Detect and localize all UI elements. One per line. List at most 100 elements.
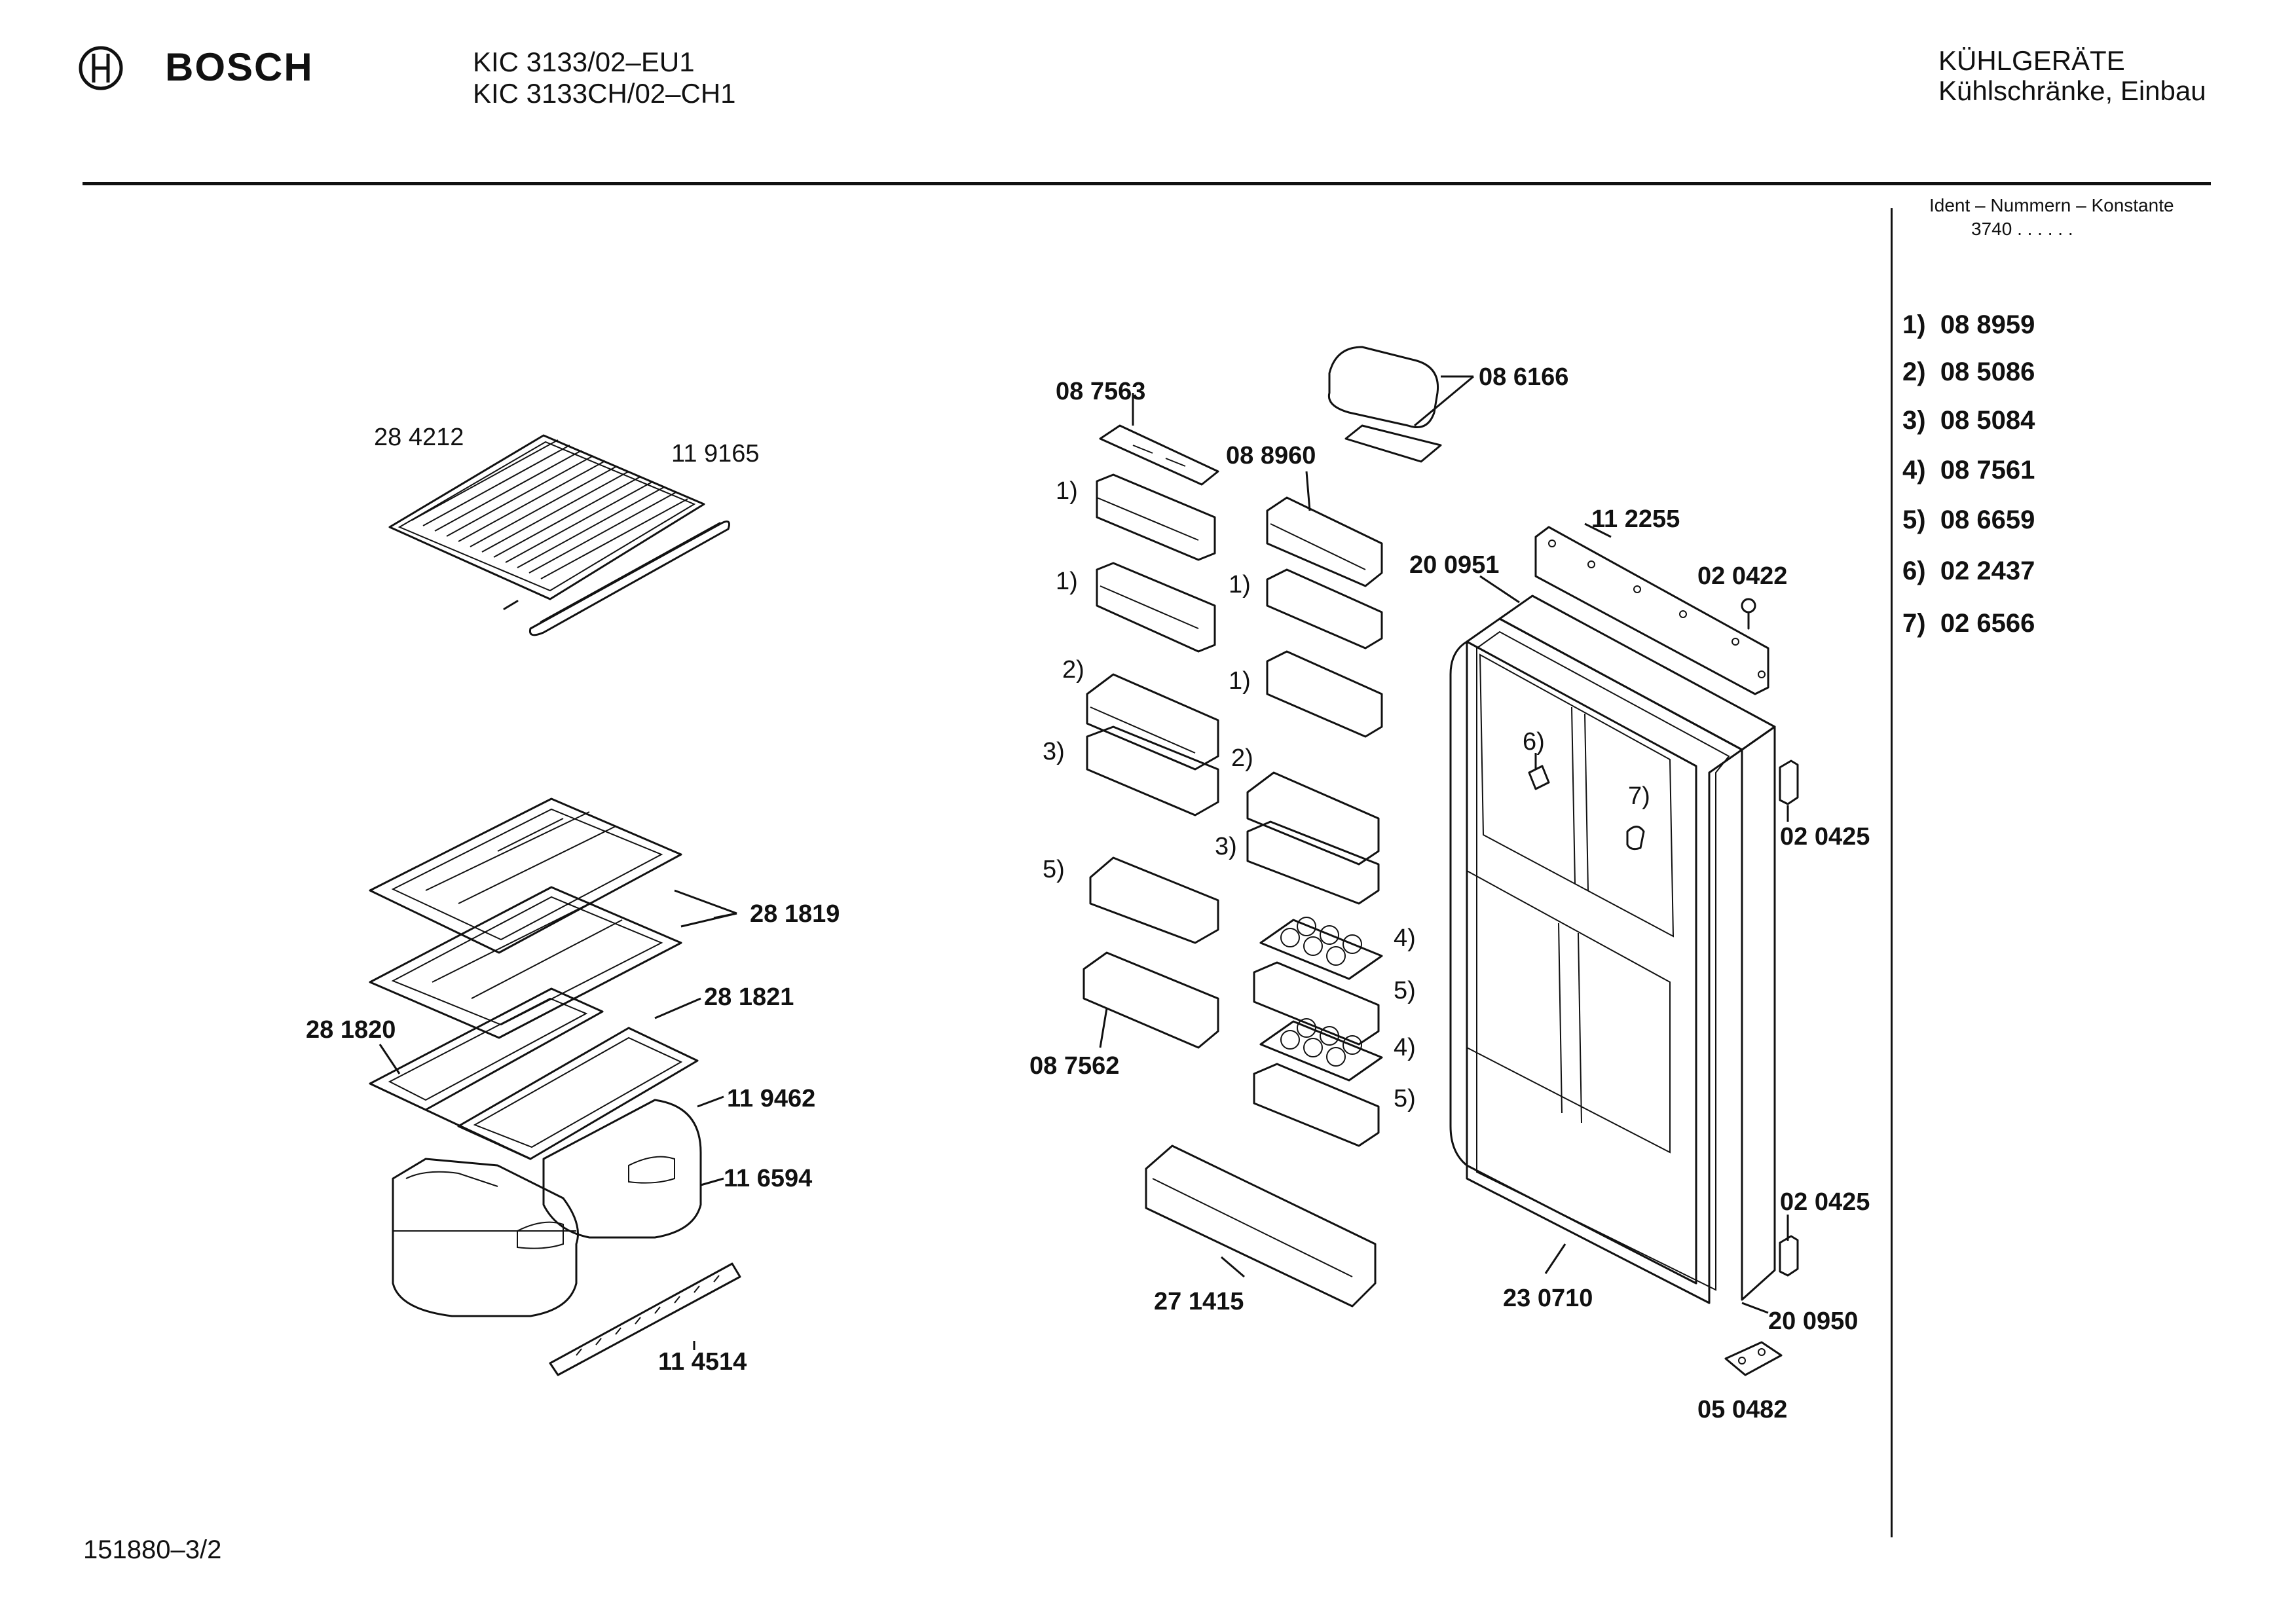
brand-name: BOSCH <box>165 45 314 89</box>
shelf-rail <box>528 520 730 636</box>
legend-key: 3) <box>1902 406 1926 435</box>
stop-part-7 <box>1626 826 1645 851</box>
key-callout: 1) <box>1229 667 1251 695</box>
hinge-bracket <box>1534 526 1769 695</box>
model-number-1: KIC 3133/02–EU1 <box>473 46 695 77</box>
callout-119165: 11 9165 <box>671 440 760 467</box>
door-bin <box>1246 771 1380 866</box>
callout-020425-upper: 02 0425 <box>1780 823 1870 851</box>
legend-part: 02 6566 <box>1940 609 2035 638</box>
crisper-drawer-left <box>392 1158 579 1317</box>
door-bin <box>1253 961 1380 1046</box>
ident-value: 3740 . . . . . . <box>1971 219 2073 239</box>
key-callout: 1) <box>1056 477 1078 505</box>
key-callout: 5) <box>1394 977 1416 1004</box>
callout-020425-lower: 02 0425 <box>1780 1188 1870 1216</box>
callout-088960: 08 8960 <box>1226 442 1316 469</box>
door-bin <box>1266 650 1383 738</box>
door-bin <box>1083 951 1219 1049</box>
callout-086166: 08 6166 <box>1479 363 1568 391</box>
egg-tray-cover <box>1327 346 1442 463</box>
egg-tray <box>1259 1018 1383 1082</box>
legend-part: 08 7561 <box>1940 456 2035 485</box>
legend-item: 1) 08 8959 <box>1902 310 2035 340</box>
legend-key: 1) <box>1902 310 1926 339</box>
bottle-shelf <box>1145 1145 1377 1308</box>
callout-271415: 27 1415 <box>1154 1288 1244 1315</box>
key-callout: 2) <box>1231 744 1253 772</box>
door-bin <box>1266 568 1383 650</box>
wire-shelf <box>388 434 705 610</box>
key-callout: 3) <box>1043 738 1065 765</box>
door-bin <box>1089 856 1219 944</box>
callout-087562: 08 7562 <box>1029 1052 1119 1080</box>
callout-050482: 05 0482 <box>1697 1396 1787 1423</box>
crisper-drawer-right <box>542 1099 702 1239</box>
callout-281821: 28 1821 <box>704 983 794 1011</box>
legend-item: 6) 02 2437 <box>1902 557 2035 586</box>
label-strip <box>549 1262 741 1376</box>
glass-shelf-front <box>369 987 604 1111</box>
legend-part: 08 5086 <box>1940 357 2035 386</box>
model-number-2: KIC 3133CH/02–CH1 <box>473 78 736 109</box>
header-rule <box>83 182 2211 185</box>
hinge-clip-upper <box>1779 760 1799 805</box>
screw-icon <box>1741 598 1756 630</box>
door-bin <box>1253 1063 1380 1147</box>
callout-200950: 20 0950 <box>1768 1308 1858 1335</box>
callout-116594: 11 6594 <box>724 1165 812 1192</box>
category-subtitle: Kühlschränke, Einbau <box>1938 75 2206 106</box>
callout-020422: 02 0422 <box>1697 562 1787 590</box>
door-gasket <box>1466 595 1776 1304</box>
butter-lid <box>1099 424 1219 486</box>
egg-tray <box>1259 917 1383 980</box>
legend-key: 5) <box>1902 505 1926 534</box>
legend-key: 7) <box>1902 609 1926 638</box>
door-frame <box>1741 725 1776 1301</box>
legend-part: 08 8959 <box>1940 310 2035 339</box>
document-number: 151880–3/2 <box>83 1535 222 1564</box>
legend-item: 5) 08 6659 <box>1902 505 2035 535</box>
category-title: KÜHLGERÄTE <box>1938 45 2125 76</box>
key-callout: 7) <box>1628 782 1650 810</box>
callout-087563: 08 7563 <box>1056 378 1145 405</box>
door-bin <box>1096 473 1216 561</box>
legend-item: 3) 08 5084 <box>1902 406 2035 435</box>
door-bin <box>1096 562 1216 653</box>
key-callout: 2) <box>1062 656 1084 684</box>
callout-114514: 11 4514 <box>658 1348 747 1376</box>
crisper-cover <box>424 1027 699 1160</box>
door-hinge <box>1724 1341 1783 1376</box>
key-callout: 5) <box>1043 856 1065 883</box>
key-callout: 6) <box>1523 728 1545 756</box>
legend-item: 7) 02 6566 <box>1902 609 2035 638</box>
glass-shelf-upper <box>369 797 682 954</box>
door-bin <box>1266 496 1383 587</box>
callout-284212: 28 4212 <box>374 424 464 451</box>
door-bin <box>1086 725 1219 816</box>
legend-part: 08 5084 <box>1940 406 2035 435</box>
key-callout: 1) <box>1229 571 1251 598</box>
legend-key: 6) <box>1902 557 1926 585</box>
callout-281819: 28 1819 <box>750 900 840 928</box>
callout-200951: 20 0951 <box>1409 551 1499 579</box>
door-bin <box>1086 673 1219 771</box>
callout-112255: 11 2255 <box>1591 505 1680 533</box>
key-callout: 3) <box>1215 833 1237 860</box>
legend-part: 02 2437 <box>1940 557 2035 585</box>
callout-119462: 11 9462 <box>727 1085 815 1112</box>
legend-part: 08 6659 <box>1940 505 2035 534</box>
key-callout: 5) <box>1394 1085 1416 1112</box>
key-callout: 4) <box>1394 1034 1416 1061</box>
door-bin <box>1246 820 1380 905</box>
glass-shelf-middle <box>369 886 682 1039</box>
legend-item: 4) 08 7561 <box>1902 456 2035 485</box>
callout-281820: 28 1820 <box>306 1016 396 1044</box>
legend-key: 2) <box>1902 357 1926 386</box>
key-callout: 1) <box>1056 568 1078 595</box>
bosch-logo-icon <box>79 46 123 90</box>
legend-item: 2) 08 5086 <box>1902 357 2035 387</box>
hinge-clip-lower <box>1779 1235 1799 1277</box>
